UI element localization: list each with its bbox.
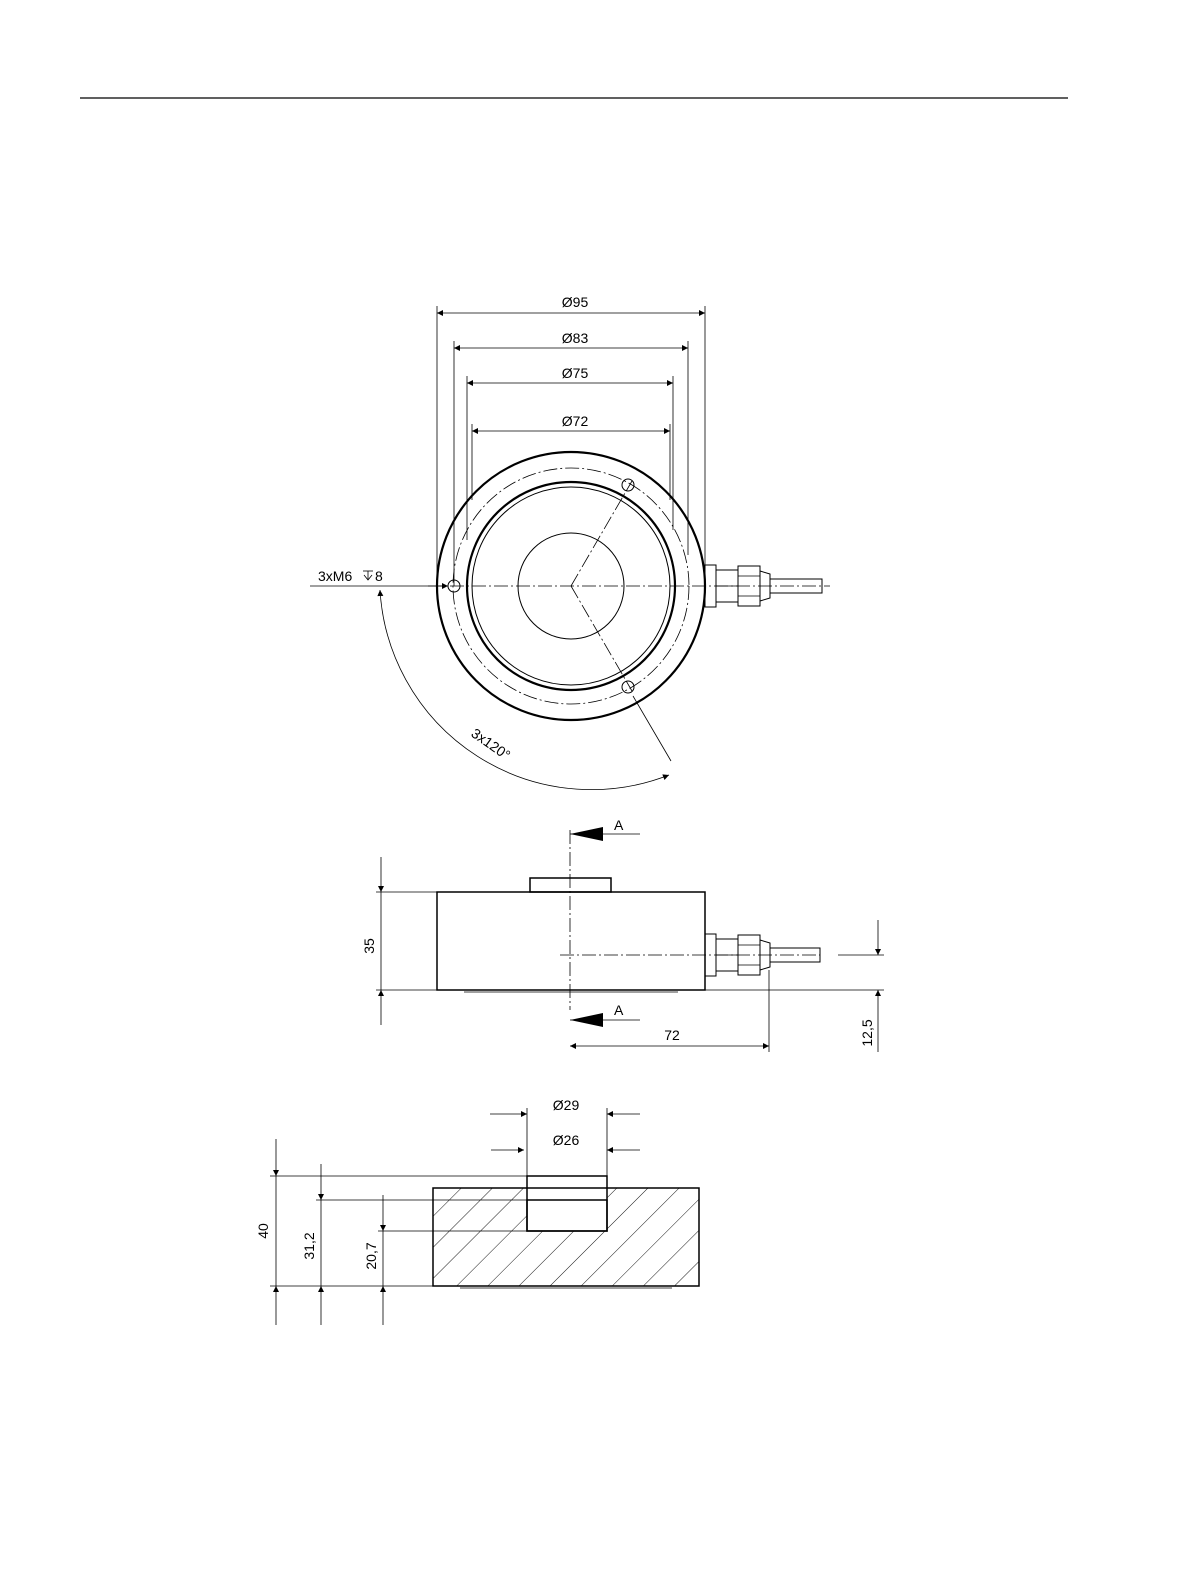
dim-d95: Ø95	[562, 294, 589, 310]
dim-cable-offset: 12,5	[859, 1019, 875, 1046]
thread-label: 3xM6	[318, 568, 352, 584]
side-view: A A 35 12,5 72	[361, 817, 884, 1052]
side-body	[437, 892, 705, 990]
top-view: Ø95 Ø83 Ø75 Ø72 3xM6 8 3x120°	[310, 294, 830, 790]
dim-h40: 40	[255, 1223, 271, 1239]
section-marker-top: A	[614, 817, 624, 833]
dim-d72: Ø72	[562, 413, 589, 429]
section-pocket	[527, 1176, 607, 1231]
dim-cable-length: 72	[664, 1027, 680, 1043]
dim-d29: Ø29	[553, 1097, 580, 1113]
side-load-button	[530, 878, 611, 892]
dim-height-35: 35	[361, 938, 377, 954]
dim-h20-7: 20,7	[363, 1242, 379, 1269]
section-body-hatched	[433, 1188, 699, 1286]
dim-d83: Ø83	[562, 330, 589, 346]
dim-h31-2: 31,2	[301, 1232, 317, 1259]
section-marker-bottom: A	[614, 1002, 624, 1018]
dim-d75: Ø75	[562, 365, 589, 381]
depth-symbol-icon	[363, 571, 373, 580]
dim-d26: Ø26	[553, 1132, 580, 1148]
section-insert-crosshatch	[527, 1200, 607, 1231]
thread-depth: 8	[375, 568, 383, 584]
angle-label: 3x120°	[468, 725, 513, 763]
section-view: Ø29 Ø26 40 31,2 20,7	[255, 1097, 699, 1325]
